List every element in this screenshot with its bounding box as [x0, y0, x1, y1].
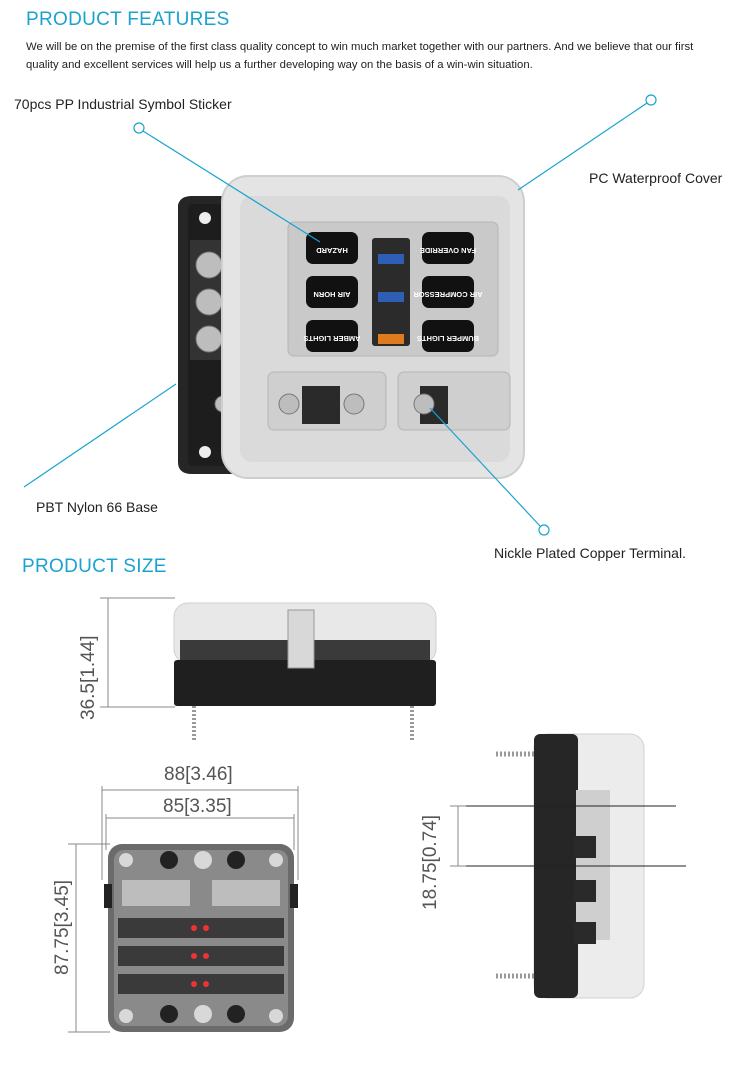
height-dimension [100, 597, 175, 708]
dim-side-height: 18.75[0.74] [420, 814, 441, 910]
features-intro: We will be on the premise of the first c… [26, 41, 694, 71]
size-title: PRODUCT SIZE [22, 556, 167, 577]
label-text: HAZARD [316, 246, 348, 255]
callout-terminal: Nickle Plated Copper Terminal. [494, 545, 686, 561]
top-view-dimensions [68, 786, 299, 1033]
side-height-dimension [450, 805, 686, 867]
callout-cover: PC Waterproof Cover [589, 170, 723, 186]
label-text: AIR COMPRESSOR [413, 290, 483, 299]
side-view-drawing [173, 602, 437, 742]
dim-height: 36.5[1.44] [78, 635, 99, 720]
dim-width-outer: 88[3.46] [164, 764, 233, 785]
callout-base: PBT Nylon 66 Base [36, 499, 158, 515]
label-text: FAN OVERRIDE [420, 246, 476, 255]
label-hazard [306, 232, 358, 264]
top-view-drawing [104, 844, 298, 1032]
label-text: AIR HORN [313, 290, 350, 299]
label-amber-lights [306, 320, 358, 352]
callout-sticker: 70pcs PP Industrial Symbol Sticker [14, 96, 232, 112]
dim-width-inner: 85[3.35] [163, 796, 232, 817]
callout-leaders [23, 94, 657, 536]
label-air-horn [306, 276, 358, 308]
label-air-compressor [422, 276, 474, 308]
features-title: PRODUCT FEATURES [26, 9, 230, 30]
label-fan-override [422, 232, 474, 264]
label-text: AMBER LIGHTS [303, 334, 360, 343]
fuse-box-photo: HAZARD FAN OVERRIDE AIR HORN AIR COMPRES… [178, 175, 525, 479]
label-text: BUMPER LIGHTS [417, 334, 479, 343]
label-bumper-lights [422, 320, 474, 352]
mount-hole-icon [199, 212, 211, 224]
dim-length: 87.75[3.45] [52, 879, 73, 975]
